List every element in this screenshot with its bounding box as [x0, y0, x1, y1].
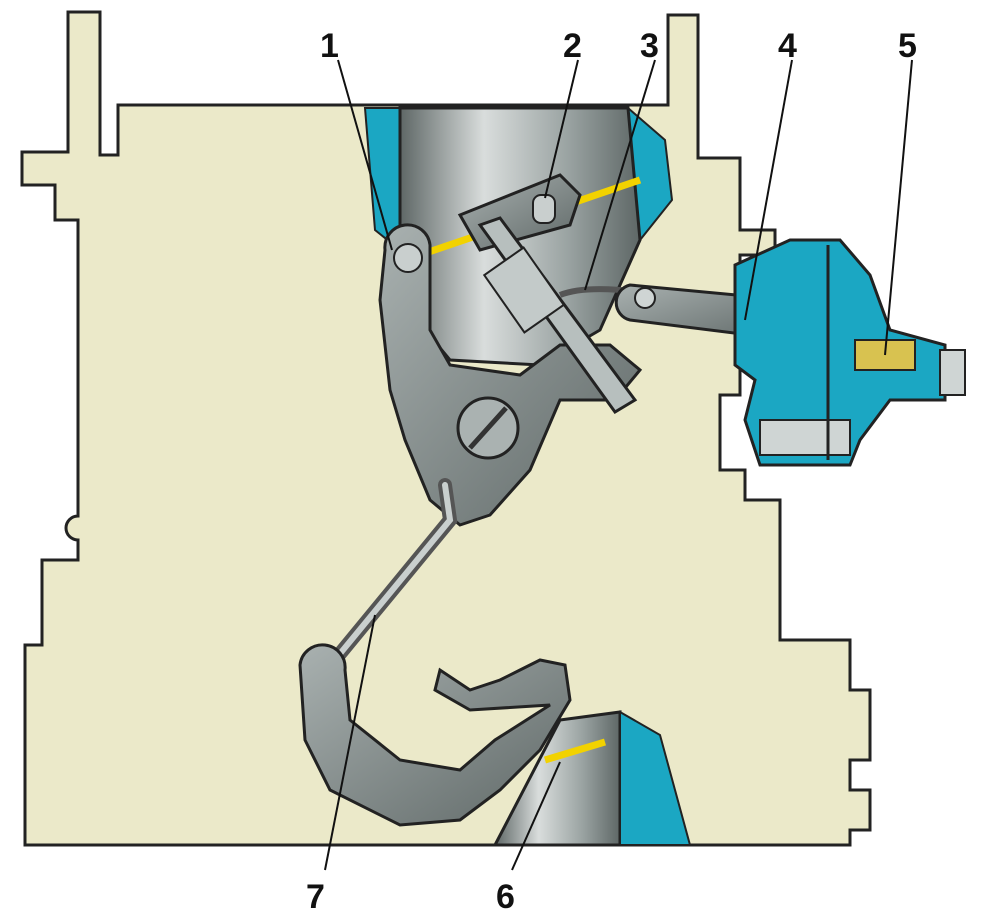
leader-3	[584, 59, 656, 291]
arm-pin	[532, 194, 556, 224]
callout-2: 2	[563, 27, 582, 65]
rod-sleeve	[482, 246, 566, 334]
leader-1	[337, 59, 393, 251]
callout-7: 7	[306, 878, 325, 916]
leader-2	[544, 59, 579, 199]
lever-pivot	[393, 243, 423, 273]
pneumatic-actuator	[733, 238, 947, 467]
callout-6: 6	[496, 878, 515, 916]
leader-4	[744, 59, 793, 321]
actuator-screw	[939, 349, 966, 396]
connecting-rod-highlight	[317, 482, 454, 681]
throttle-lever	[378, 223, 643, 527]
leader-5	[884, 59, 913, 356]
lower-water-jacket	[619, 710, 692, 846]
callout-5: 5	[898, 27, 917, 65]
screw-slot	[468, 406, 508, 450]
leader-7	[324, 614, 376, 871]
callout-1: 1	[320, 27, 339, 65]
throttle-valve-lower	[543, 738, 607, 764]
secondary-throttle-lever	[298, 643, 572, 827]
rod-eye	[634, 287, 656, 309]
callout-4: 4	[778, 27, 797, 65]
lower-adjust-screw	[759, 419, 851, 456]
leader-lines	[324, 59, 913, 871]
leader-6	[511, 761, 561, 871]
callout-3: 3	[640, 27, 659, 65]
